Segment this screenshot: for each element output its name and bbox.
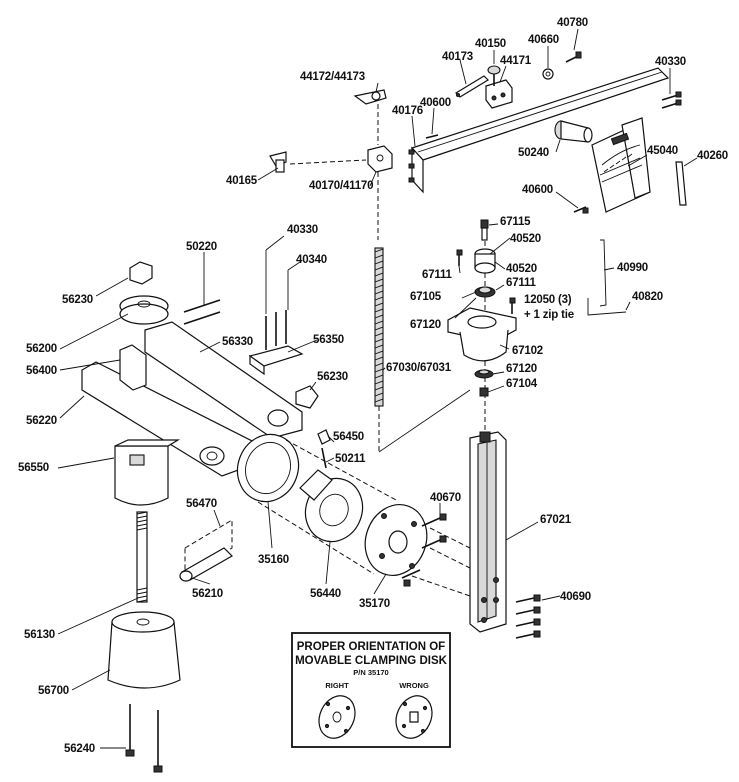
label-67105: 67105 [410,291,442,303]
label-45040: 45040 [647,145,678,157]
label-40340: 40340 [296,254,327,266]
label-67120a: 67120 [410,319,441,331]
column-67021 [469,431,541,639]
label-40173: 40173 [442,51,473,63]
label-40820: 40820 [632,291,663,303]
rods-40990-40820 [587,239,627,316]
label-67102: 67102 [512,345,543,357]
inset-wrong-label: WRONG [399,681,429,690]
inset-title-line2: MOVABLE CLAMPING DISK [295,655,448,667]
label-56700: 56700 [38,685,69,697]
label-40330-top: 40330 [655,56,686,68]
label-56230a: 56230 [62,294,93,306]
label-40670: 40670 [430,492,461,504]
label-56550: 56550 [18,462,49,474]
label-56440: 56440 [310,588,341,600]
label-67021: 67021 [540,514,572,526]
label-56470: 56470 [186,498,217,510]
label-40600-top: 40600 [420,97,451,109]
label-40600-mid: 40600 [522,184,553,196]
label-35160: 35160 [258,554,289,566]
label-50240: 50240 [518,147,549,159]
label-56400: 56400 [26,365,57,377]
label-44171: 44171 [500,55,532,67]
label-56330: 56330 [222,336,253,348]
inset-right-label: RIGHT [325,681,349,690]
label-40990: 40990 [617,262,648,274]
label-40520b: 40520 [506,263,537,275]
label-67120b: 67120 [506,363,537,375]
label-56130: 56130 [24,629,55,641]
label-56220: 56220 [26,415,57,427]
label-40520a: 40520 [510,233,541,245]
wrong-orientation-disk [395,695,433,739]
clamp-arm-assembly [81,261,319,773]
label-12050: 12050 (3) [524,294,572,306]
label-40660: 40660 [528,34,559,46]
lead-screw [374,247,471,453]
label-40330-mid: 40330 [287,224,318,236]
label-56450: 56450 [333,431,364,443]
label-56230b: 56230 [317,371,348,383]
label-40170: 40170/41170 [309,180,373,192]
label-40690: 40690 [560,591,591,603]
label-56350: 56350 [313,334,344,346]
label-50211: 50211 [335,453,366,465]
label-67115: 67115 [500,216,531,228]
label-40165: 40165 [226,175,258,187]
label-67111a: 67111 [422,269,453,281]
clamping-disk-assembly [236,429,471,597]
label-56240: 56240 [64,743,95,755]
inset-title-line1: PROPER ORIENTATION OF [297,641,445,653]
label-56210: 56210 [192,588,223,600]
label-40176: 40176 [392,105,423,117]
label-67104: 67104 [506,378,538,390]
label-67111b: 67111 [506,277,537,289]
inset-part-ref: P/N 35170 [353,668,388,677]
label-56200: 56200 [26,343,57,355]
right-orientation-disk [318,695,356,739]
label-40780: 40780 [557,17,588,29]
label-40150: 40150 [475,38,506,50]
part-labels: 40780 40660 40150 40173 44171 40330 4417… [18,17,728,755]
label-zip-tie: + 1 zip tie [524,309,574,321]
label-44172: 44172/44173 [300,71,365,83]
gearbox-assembly [447,207,589,440]
orientation-inset: PROPER ORIENTATION OF MOVABLE CLAMPING D… [291,632,451,748]
label-50220: 50220 [186,241,217,253]
label-67030: 67030/67031 [386,362,452,374]
label-40260: 40260 [697,150,728,162]
leader-lines [57,28,698,749]
top-rail-assembly [269,51,687,240]
label-35170: 35170 [359,598,390,610]
